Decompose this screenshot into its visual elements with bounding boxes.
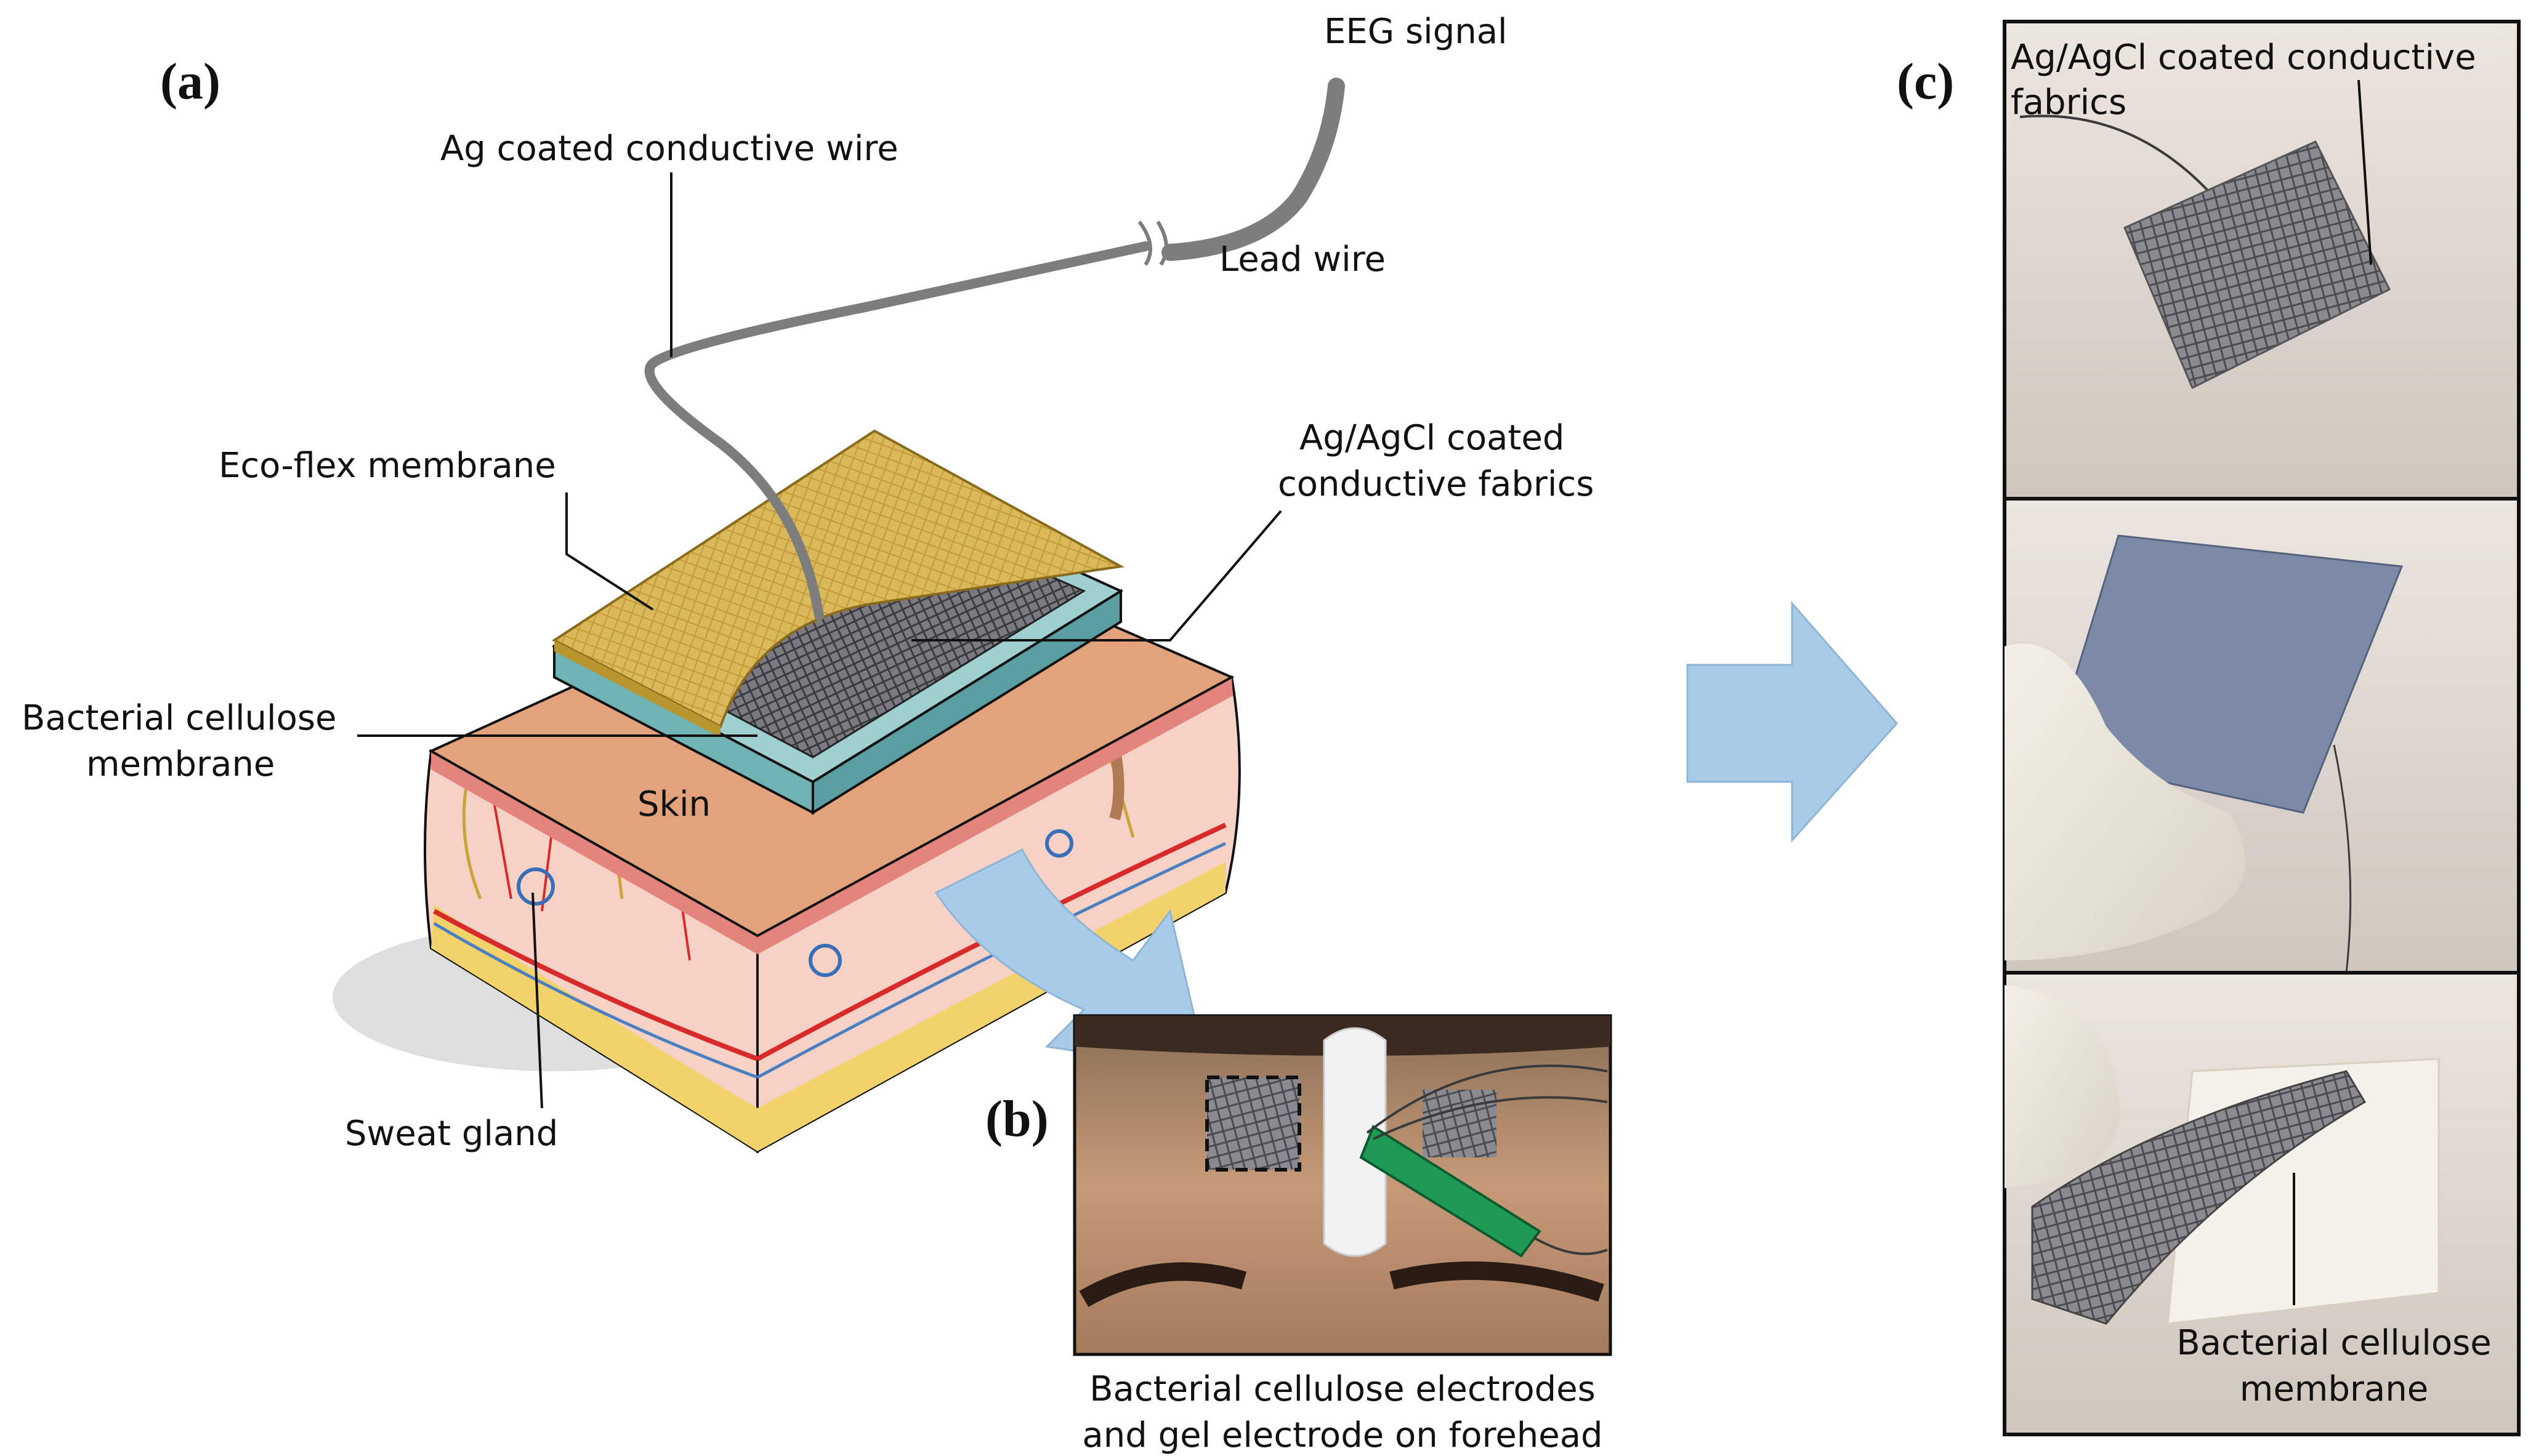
gel-electrode-photo xyxy=(1423,1090,1496,1157)
photo-c-bottom xyxy=(2003,971,2521,1436)
label-ecoflex: Eco-flex membrane xyxy=(219,446,556,486)
panel-c-tag: (c) xyxy=(1897,53,1954,110)
electrode-stack xyxy=(551,429,1125,815)
label-fabric-line2: conductive fabrics xyxy=(1278,464,1594,504)
wire-break-mark xyxy=(1137,220,1168,266)
leader-ecoflex xyxy=(565,493,654,611)
label-bc-line2: membrane xyxy=(86,744,275,784)
photo-forehead xyxy=(1073,1014,1612,1356)
ag-coated-wire xyxy=(644,241,1150,621)
dermis-left-face xyxy=(424,749,759,1154)
eyebrow-left xyxy=(1079,1262,1247,1307)
photo-c-middle xyxy=(2003,497,2521,975)
blood-vessel-left xyxy=(433,909,759,1061)
label-lead-wire: Lead wire xyxy=(1219,239,1386,280)
photo-c-middle-glove xyxy=(2005,643,2245,960)
ecoflex-edge xyxy=(554,640,721,738)
eyebrow-right xyxy=(1389,1261,1604,1302)
label-c-top-line2: fabrics xyxy=(2011,82,2126,123)
leader-sweat-gland xyxy=(531,892,543,1109)
alligator-clip xyxy=(1359,1125,1541,1258)
photo-c-bottom-glove xyxy=(2005,985,2120,1188)
arrow-a-to-c xyxy=(1686,600,1899,843)
label-bc-line1: Bacterial cellulose xyxy=(22,698,337,738)
sweat-gland-2 xyxy=(809,944,842,977)
vessel-blue-right xyxy=(756,842,1227,1079)
sweat-gland-3 xyxy=(1045,829,1073,858)
bc-electrode-photo xyxy=(1207,1077,1299,1170)
fat-band-right xyxy=(757,862,1226,1151)
label-c-top-line1: Ag/AgCl coated conductive xyxy=(2011,38,2476,78)
vessel-blue-left xyxy=(433,922,758,1079)
panel-a-tag: (a) xyxy=(160,53,220,110)
caption-b-line2: and gel electrode on forehead xyxy=(1082,1415,1602,1455)
gel-electrode-tape xyxy=(1323,1027,1387,1257)
epidermis-band-right xyxy=(757,677,1233,954)
lead-wire xyxy=(1161,78,1345,261)
epidermis-band-left xyxy=(431,751,757,954)
label-c-bottom-line2: membrane xyxy=(2240,1369,2428,1409)
panel-b-tag: (b) xyxy=(985,1090,1049,1148)
photo-c-top xyxy=(2003,20,2521,501)
electrode-wires xyxy=(1366,1064,1608,1255)
label-skin: Skin xyxy=(637,784,711,824)
photo-c-top-fabric xyxy=(2123,140,2391,390)
label-c-bottom-line1: Bacterial cellulose xyxy=(2176,1323,2492,1363)
leader-c-top xyxy=(2357,79,2372,265)
label-ag-wire: Ag coated conductive wire xyxy=(440,129,899,169)
sweat-gland-1 xyxy=(517,867,555,906)
photo-c-middle-wire xyxy=(2333,744,2352,973)
bc-electrode-highlight xyxy=(1205,1076,1301,1172)
label-eeg-signal: EEG signal xyxy=(1324,12,1508,52)
ecoflex-membrane xyxy=(552,429,1125,728)
label-sweat-gland: Sweat gland xyxy=(345,1114,558,1154)
label-fabric-line1: Ag/AgCl coated xyxy=(1299,418,1564,458)
photo-c-bottom-fabric xyxy=(2031,1070,2367,1325)
leader-fabric xyxy=(911,510,1282,642)
caption-b-line1: Bacterial cellulose electrodes xyxy=(1089,1369,1596,1409)
